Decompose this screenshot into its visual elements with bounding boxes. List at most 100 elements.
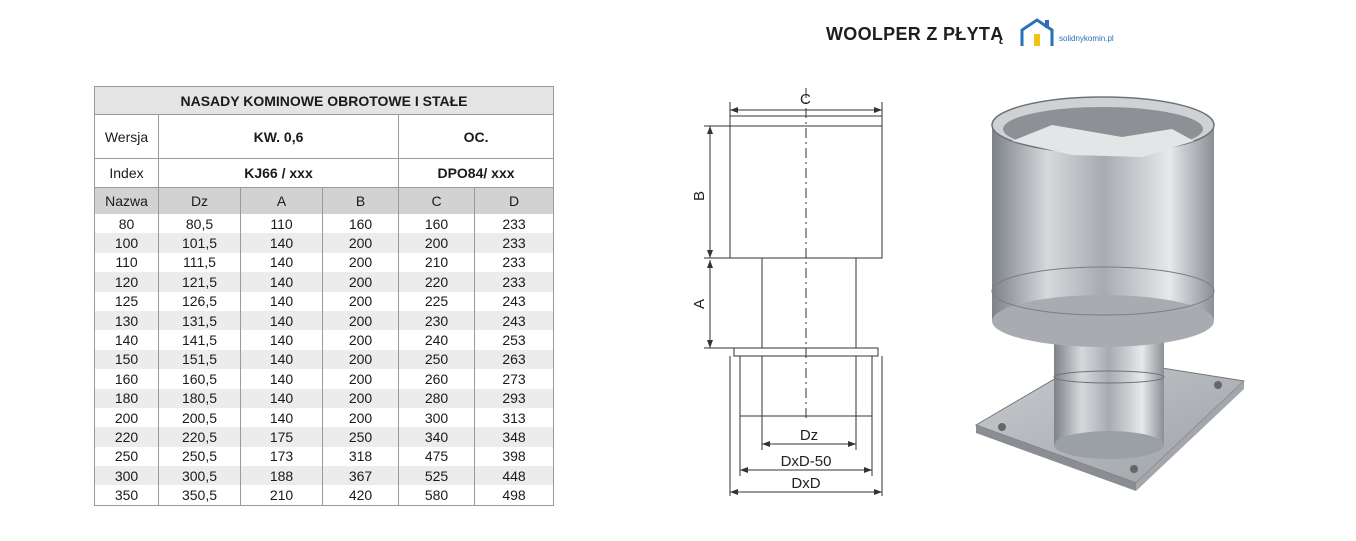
table-cell: 130 (94, 310, 159, 331)
column-header: B (322, 187, 399, 214)
table-cell: 220,5 (158, 427, 241, 447)
dim-label-b: B (691, 191, 708, 201)
table-cell: 293 (473, 388, 555, 408)
table-cell: 160 (398, 214, 475, 234)
table-cell: 141,5 (158, 330, 241, 350)
column-header: Nazwa (94, 187, 159, 214)
table-cell: 200,5 (158, 407, 241, 428)
column-header: C (398, 187, 475, 214)
table-cell: 250,5 (158, 446, 241, 467)
table-cell: 420 (322, 485, 399, 506)
table-cell: 160 (94, 369, 159, 389)
table-cell: 243 (473, 291, 555, 311)
table-cell: 200 (322, 272, 399, 292)
dim-label-dxd50: DxD-50 (781, 453, 832, 470)
product-title: WOOLPER Z PŁYTĄ (826, 24, 1004, 44)
table-cell: 243 (473, 310, 555, 331)
table-cell: 80,5 (158, 214, 241, 234)
product-photo (974, 96, 1246, 491)
wersja-oc: OC. (397, 114, 555, 159)
wersja-row: Wersja KW. 0,6 OC. (94, 114, 555, 159)
table-cell: 125 (94, 291, 159, 311)
table-cell: 110 (240, 214, 323, 234)
table-cell: 200 (322, 407, 399, 428)
table-cell: 121,5 (158, 272, 241, 292)
index-row: Index KJ66 / xxx DPO84/ xxx (94, 158, 555, 188)
table-cell: 200 (322, 291, 399, 311)
table-cell: 160 (322, 214, 399, 234)
dim-label-c: C (800, 91, 811, 108)
dim-label-a: A (691, 299, 708, 309)
table-cell: 348 (473, 427, 555, 447)
table-cell: 200 (322, 349, 399, 370)
table-title-row: NASADY KOMINOWE OBROTOWE I STAŁE (93, 86, 555, 115)
table-cell: 140 (240, 330, 323, 350)
table-cell: 140 (240, 252, 323, 273)
table-cell: 498 (473, 485, 555, 506)
table-cell: 100 (94, 233, 159, 253)
table-cell: 240 (398, 330, 475, 350)
wersja-label: Wersja (94, 114, 159, 159)
table-cell: 210 (398, 252, 475, 273)
table-cell: 350,5 (158, 485, 241, 506)
table-cell: 131,5 (158, 310, 241, 331)
table-cell: 273 (473, 369, 555, 389)
table-cell: 263 (473, 349, 555, 370)
table-cell: 200 (322, 310, 399, 331)
dim-label-dz: Dz (800, 427, 818, 444)
table-cell: 200 (94, 407, 159, 428)
index-label: Index (94, 158, 159, 188)
index-kw: KJ66 / xxx (158, 158, 399, 188)
table-cell: 140 (240, 369, 323, 389)
table-cell: 200 (322, 233, 399, 253)
table-cell: 367 (322, 466, 399, 486)
table-cell: 200 (322, 388, 399, 408)
technical-drawing: C B A Dz DxD-50 DxD (691, 88, 883, 496)
table-cell: 318 (322, 446, 399, 467)
table-cell: 200 (322, 369, 399, 389)
table-cell: 140 (240, 272, 323, 292)
table-title: NASADY KOMINOWE OBROTOWE I STAŁE (93, 86, 555, 115)
table-cell: 126,5 (158, 291, 241, 311)
table-cell: 340 (398, 427, 475, 447)
table-cell: 140 (240, 291, 323, 311)
table-cell: 233 (473, 272, 555, 292)
table-cell: 220 (94, 427, 159, 447)
table-cell: 300 (94, 466, 159, 486)
table-cell: 180,5 (158, 388, 241, 408)
table-cell: 110 (94, 252, 159, 273)
wersja-kw: KW. 0,6 (158, 114, 399, 159)
dim-label-dxd: DxD (791, 475, 820, 492)
table-cell: 200 (398, 233, 475, 253)
column-header-row: Nazwa Dz A B C D (94, 187, 555, 214)
table-cell: 253 (473, 330, 555, 350)
table-cell: 525 (398, 466, 475, 486)
table-cell: 300 (398, 407, 475, 428)
table-cell: 300,5 (158, 466, 241, 486)
table-cell: 475 (398, 446, 475, 467)
column-header: Dz (158, 187, 241, 214)
table-cell: 233 (473, 214, 555, 234)
table-cell: 188 (240, 466, 323, 486)
table-cell: 220 (398, 272, 475, 292)
house-logo-icon (1020, 18, 1054, 46)
table-cell: 448 (473, 466, 555, 486)
table-cell: 160,5 (158, 369, 241, 389)
table-cell: 233 (473, 252, 555, 273)
table-cell: 140 (94, 330, 159, 350)
table-cell: 230 (398, 310, 475, 331)
table-cell: 350 (94, 485, 159, 506)
table-cell: 233 (473, 233, 555, 253)
column-header: D (473, 187, 555, 214)
table-cell: 80 (94, 214, 159, 234)
